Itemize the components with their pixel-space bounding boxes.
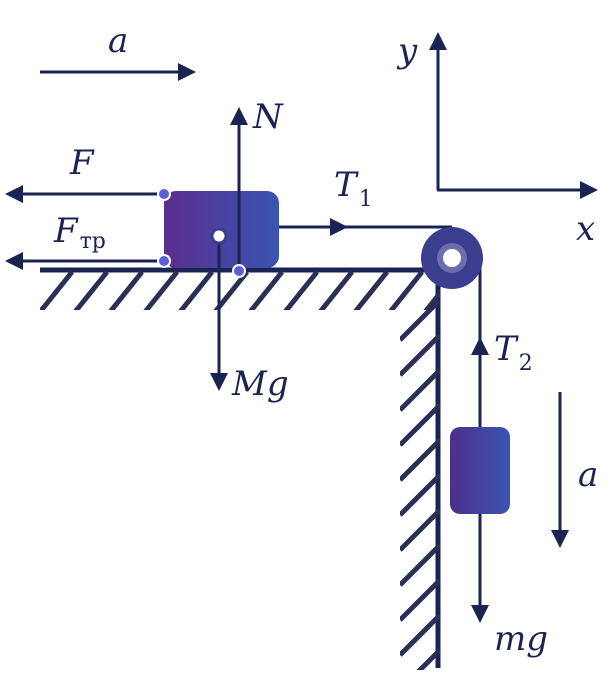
acceleration-arrow-right: a — [551, 392, 598, 548]
gravity-Mg-label: Mg — [231, 364, 289, 404]
friction-point — [157, 254, 171, 268]
normal-force-label: N — [252, 97, 284, 137]
force-F-label: F — [69, 143, 95, 183]
table-hatching — [40, 270, 440, 310]
coordinate-axes: y x — [396, 31, 598, 249]
table-surface — [40, 267, 441, 670]
tension-T2-arrow: T2 — [471, 329, 533, 427]
wall-hatching — [400, 300, 440, 670]
gravity-mg-label: mg — [494, 619, 548, 659]
friction-force-label: Fтр — [53, 211, 106, 254]
tension-T1-label: T1 — [334, 165, 373, 212]
application-points — [157, 187, 246, 278]
force-F-arrow: F — [5, 143, 164, 203]
normal-point — [232, 264, 246, 278]
center-of-mass-point — [210, 227, 228, 245]
friction-force-arrow: Fтр — [5, 211, 164, 270]
gravity-mg-arrow: mg — [471, 514, 548, 659]
acceleration-label-top: a — [108, 21, 128, 61]
tension-T1-arrow: T1 — [285, 165, 373, 236]
acceleration-label-right: a — [578, 455, 598, 495]
tension-T2-label: T2 — [494, 329, 533, 376]
y-axis-label: y — [396, 31, 418, 71]
acceleration-arrow-top: a — [40, 21, 196, 81]
pulley — [421, 227, 483, 289]
gravity-Mg-arrow: Mg — [210, 236, 289, 404]
normal-force-arrow: N — [230, 97, 284, 271]
block-m — [450, 427, 510, 514]
force-F-point — [157, 187, 171, 201]
x-axis-label: x — [576, 209, 595, 249]
